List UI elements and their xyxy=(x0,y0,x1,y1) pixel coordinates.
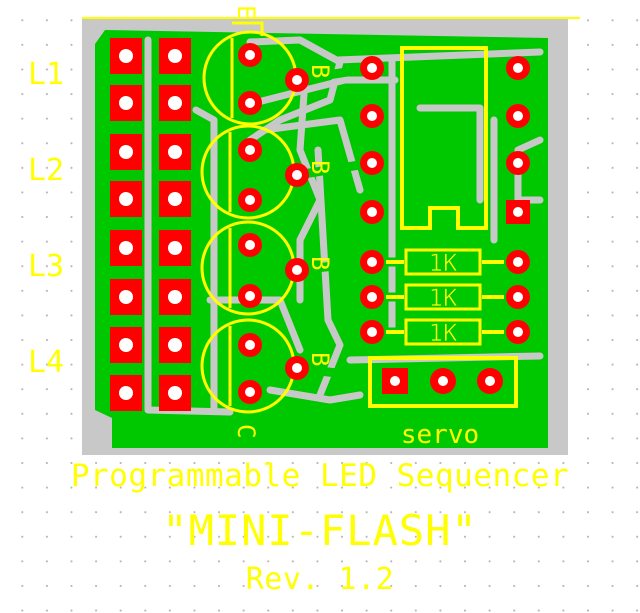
pad-row-2 xyxy=(110,85,191,121)
base-label-2: B xyxy=(306,160,334,174)
resistor-value-1: 1K xyxy=(429,249,458,277)
resistor-r1 xyxy=(360,248,530,276)
pad-row-3 xyxy=(110,134,191,170)
base-label-3: B xyxy=(306,256,334,270)
ic-pads xyxy=(360,56,530,224)
resistor-value-3: 1K xyxy=(429,319,458,347)
transistor-pads xyxy=(238,43,309,404)
servo-connector xyxy=(368,356,518,408)
servo-label: servo xyxy=(401,420,479,450)
resistor-value-2: 1K xyxy=(429,284,458,312)
base-label-1: B xyxy=(306,64,334,78)
ic-outline xyxy=(400,46,488,230)
emitter-label: E xyxy=(232,5,260,19)
title-line-1: Programmable LED Sequencer xyxy=(70,458,570,494)
resistor-r2 xyxy=(360,283,530,311)
pad-row-6 xyxy=(110,279,191,315)
resistors xyxy=(360,248,530,346)
pad-row-4 xyxy=(110,181,191,217)
base-label-4: B xyxy=(306,352,334,366)
led-label-2: L2 xyxy=(28,153,64,188)
led-header-pads xyxy=(110,38,191,411)
title-line-2: "MINI-FLASH" xyxy=(162,506,478,555)
led-label-3: L3 xyxy=(28,249,64,284)
title-line-3: Rev. 1.2 xyxy=(245,562,395,597)
pad-row-8 xyxy=(110,375,191,411)
led-label-4: L4 xyxy=(28,345,64,380)
collector-label: C xyxy=(232,424,260,438)
pad-row-1 xyxy=(110,38,191,74)
pad-row-5 xyxy=(110,230,191,266)
silkscreen-labels: L1 L2 L3 L4 E B B B B C 1K 1K 1K servo xyxy=(28,5,479,450)
resistor-r3 xyxy=(360,318,530,346)
pad-row-7 xyxy=(110,327,191,363)
led-label-1: L1 xyxy=(28,57,64,92)
